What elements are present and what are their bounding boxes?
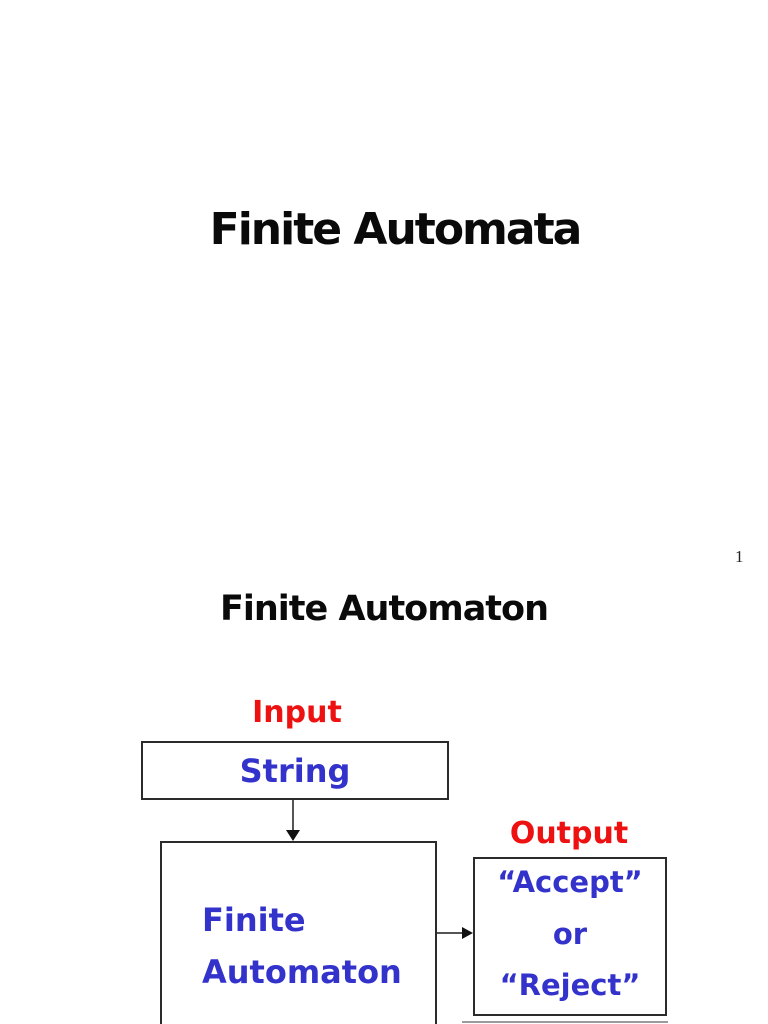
result-line-reject: “Reject” bbox=[499, 968, 641, 1003]
right-arrow-line bbox=[437, 932, 465, 934]
page-number: 1 bbox=[735, 547, 744, 566]
result-line-or: or bbox=[552, 916, 588, 951]
input-string-box: String bbox=[141, 741, 449, 800]
box-shadow-line bbox=[462, 1021, 668, 1023]
string-label: String bbox=[239, 751, 351, 790]
finite-automaton-box: Finite Automaton bbox=[160, 841, 437, 1024]
output-result-box: “Accept” or “Reject” bbox=[473, 857, 667, 1016]
fa-box-line2: Automaton bbox=[202, 953, 402, 991]
result-line-accept: “Accept” bbox=[497, 865, 643, 899]
down-arrowhead-icon bbox=[286, 830, 300, 841]
input-label: Input bbox=[252, 695, 342, 730]
output-label: Output bbox=[509, 816, 629, 851]
fa-box-line1: Finite bbox=[202, 901, 306, 939]
down-arrow-line bbox=[292, 800, 294, 833]
right-arrowhead-icon bbox=[462, 927, 473, 939]
slide1-title: Finite Automata bbox=[209, 204, 583, 255]
slide2-title: Finite Automaton bbox=[219, 589, 549, 629]
